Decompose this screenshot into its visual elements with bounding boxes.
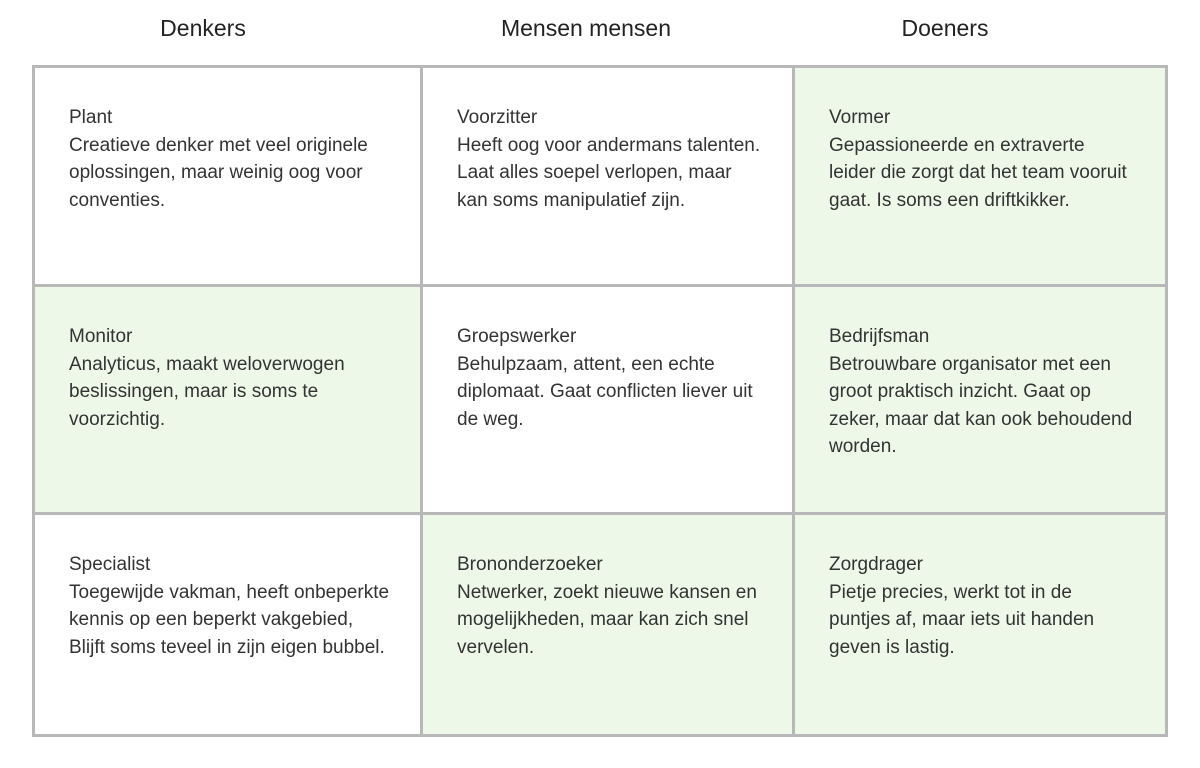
role-cell-groepswerker: Groepswerker Behulpzaam, attent, een ech… [423,287,795,515]
role-description: Gepassioneerde en extraverte leider die … [829,134,1127,211]
role-description: Pietje precies, werkt tot in de puntjes … [829,581,1095,658]
role-title: Zorgdrager [829,554,923,575]
role-title: Specialist [69,554,151,575]
column-header-mensen-mensen: Mensen mensen [500,15,672,41]
role-title: Groepswerker [457,326,577,347]
role-title: Monitor [69,326,133,347]
role-title: Brononderzoeker [457,554,603,575]
role-description: Heeft oog voor andermans talenten. Laat … [457,134,761,211]
role-description: Netwerker, zoekt nieuwe kansen en mogeli… [457,581,757,658]
role-description: Creatieve denker met veel originele oplo… [69,134,368,211]
role-cell-voorzitter: Voorzitter Heeft oog voor andermans tale… [423,68,795,287]
role-cell-monitor: Monitor Analyticus, maakt weloverwogen b… [35,287,423,515]
role-description: Behulpzaam, attent, een echte diplomaat.… [457,353,753,430]
role-description: Toegewijde vakman, heeft onbeperkte kenn… [69,581,390,658]
role-cell-bedrijfsman: Bedrijfsman Betrouwbare organisator met … [795,287,1165,515]
role-title: Vormer [829,107,891,128]
column-header-doeners: Doeners [901,15,989,41]
role-title: Plant [69,107,113,128]
role-title: Voorzitter [457,107,538,128]
role-cell-zorgdrager: Zorgdrager Pietje precies, werkt tot in … [795,515,1165,734]
role-cell-specialist: Specialist Toegewijde vakman, heeft onbe… [35,515,423,734]
role-cell-vormer: Vormer Gepassioneerde en extraverte leid… [795,68,1165,287]
role-description: Betrouwbare organisator met een groot pr… [829,353,1133,458]
column-header-denkers: Denkers [160,15,246,41]
role-cell-brononderzoeker: Brononderzoeker Netwerker, zoekt nieuwe … [423,515,795,734]
team-roles-grid: Plant Creatieve denker met veel originel… [32,65,1168,737]
role-cell-plant: Plant Creatieve denker met veel originel… [35,68,423,287]
role-description: Analyticus, maakt weloverwogen beslissin… [69,353,345,430]
role-title: Bedrijfsman [829,326,930,347]
